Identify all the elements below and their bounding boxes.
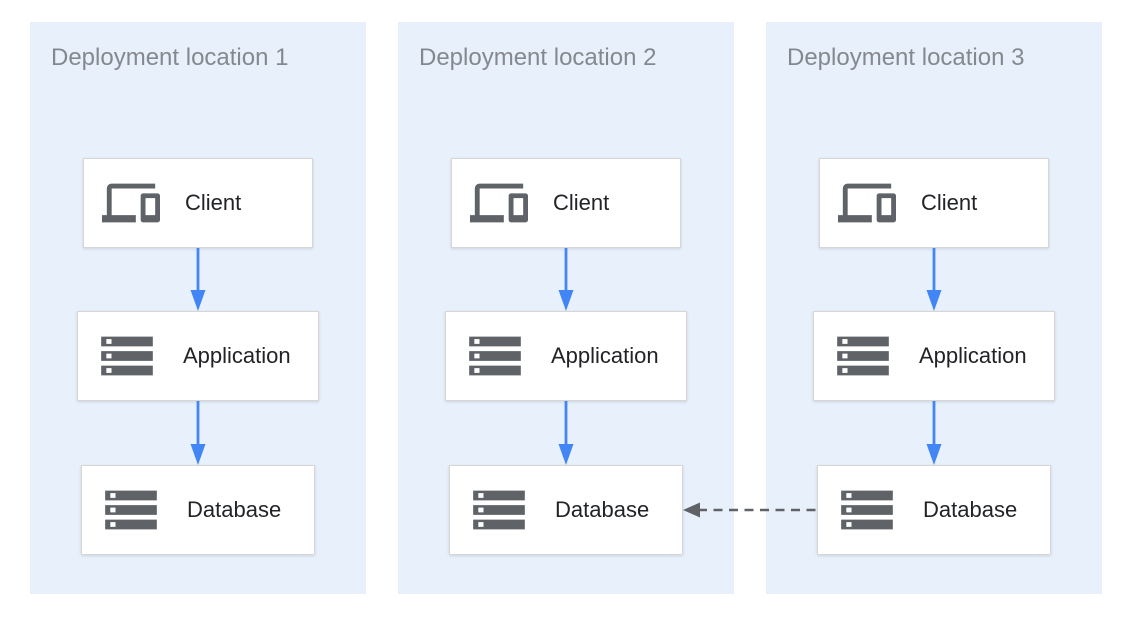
server-stack-icon	[841, 490, 893, 530]
panel-deployment-location-3: Deployment location 3 Client Application	[766, 22, 1102, 594]
panel-deployment-location-2: Deployment location 2 Client Application	[398, 22, 734, 594]
server-stack-icon	[469, 336, 521, 376]
devices-icon	[838, 183, 896, 223]
devices-icon	[470, 183, 528, 223]
node-label: Database	[187, 497, 282, 522]
node-label: Application	[551, 343, 659, 368]
node-label: Client	[185, 190, 242, 215]
panel-title: Deployment location 1	[51, 44, 289, 71]
node-database: Database	[449, 465, 683, 555]
node-label: Application	[183, 343, 291, 368]
node-application: Application	[813, 311, 1055, 401]
panel-deployment-location-1: Deployment location 1 Client Application	[30, 22, 366, 594]
server-stack-icon	[473, 490, 525, 530]
arrow-application-to-database	[925, 401, 943, 465]
node-label: Client	[921, 190, 978, 215]
panel-title: Deployment location 2	[419, 44, 657, 71]
node-label: Database	[555, 497, 650, 522]
dashed-arrow-database3-to-database2	[683, 501, 817, 519]
devices-icon	[102, 183, 160, 223]
node-client: Client	[451, 158, 681, 248]
node-database: Database	[81, 465, 315, 555]
arrow-application-to-database	[189, 401, 207, 465]
node-label: Client	[553, 190, 610, 215]
server-stack-icon	[837, 336, 889, 376]
node-application: Application	[77, 311, 319, 401]
node-client: Client	[819, 158, 1049, 248]
node-client: Client	[83, 158, 313, 248]
node-label: Application	[919, 343, 1027, 368]
node-application: Application	[445, 311, 687, 401]
node-database: Database	[817, 465, 1051, 555]
panel-title: Deployment location 3	[787, 44, 1025, 71]
arrow-client-to-application	[189, 248, 207, 311]
arrow-application-to-database	[557, 401, 575, 465]
server-stack-icon	[105, 490, 157, 530]
node-label: Database	[923, 497, 1018, 522]
arrow-client-to-application	[925, 248, 943, 311]
server-stack-icon	[101, 336, 153, 376]
arrow-client-to-application	[557, 248, 575, 311]
